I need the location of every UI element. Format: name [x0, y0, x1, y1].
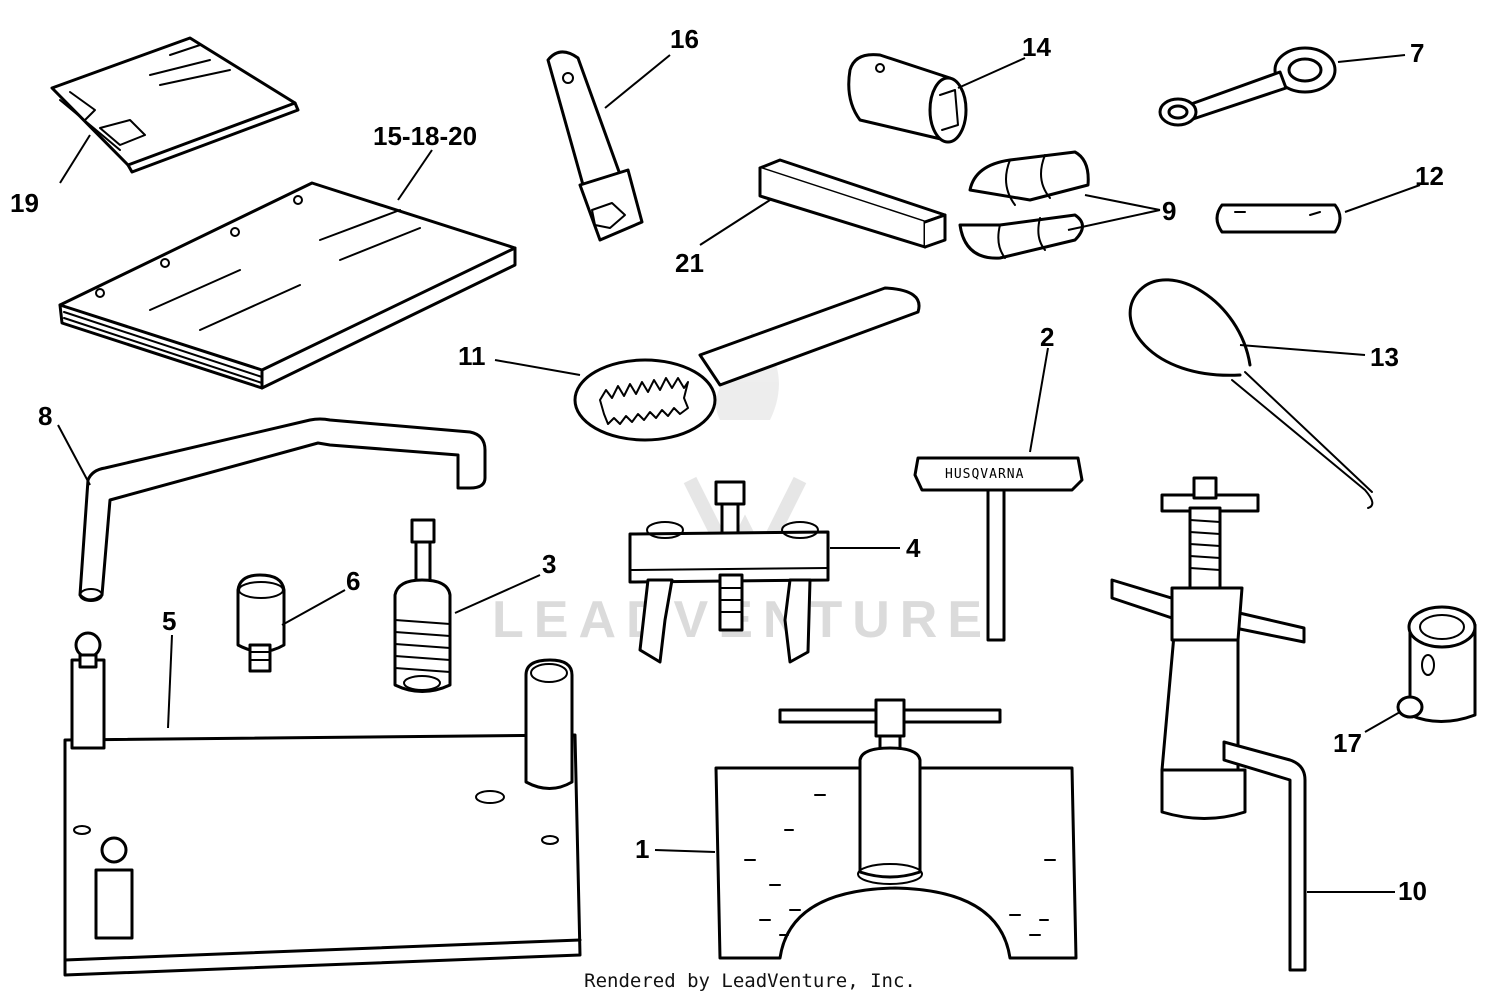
callout-17: 19 [10, 188, 39, 218]
callout-4: 4 [906, 533, 921, 563]
callouts: 19 15-18-20 16 14 7 12 9 21 11 13 2 8 6 … [10, 24, 1444, 906]
leader-12 [1344, 184, 1421, 213]
callout-19: 17 [1333, 728, 1362, 758]
part-10-hex-rod [1222, 740, 1307, 972]
part-21-key-bar [758, 158, 947, 249]
render-credit: Rendered by LeadVenture, Inc. [584, 970, 916, 992]
part-3-puller-screw [393, 518, 452, 693]
callout-12: 12 [1415, 161, 1444, 191]
leader-8 [57, 424, 91, 486]
leader-2 [1029, 347, 1049, 453]
callout-21: 21 [675, 248, 704, 278]
callout-7: 7 [1410, 38, 1424, 68]
part-15-18-20-manual [58, 181, 517, 390]
leader-14 [957, 57, 1026, 89]
part-14-sleeve [847, 53, 968, 144]
part-12-shim [1215, 203, 1342, 234]
part-11-clutch-spanner [573, 286, 921, 442]
leader-11 [494, 359, 581, 376]
part-13-wire-loop [1128, 278, 1374, 509]
part-19-collar [1396, 605, 1477, 723]
callout-10: 10 [1398, 876, 1427, 906]
callout-13: 13 [1370, 342, 1399, 372]
leader-1 [654, 849, 716, 853]
part-16-box-spanner [546, 50, 644, 242]
part-7-ring-spanner [1158, 46, 1337, 127]
callout-1: 1 [635, 834, 649, 864]
tool-brand-text: HUSQVARNA [945, 467, 1024, 482]
leader-19 [1364, 711, 1401, 733]
leader-9 [1067, 194, 1161, 231]
part-6-plug [236, 573, 286, 673]
leader-3 [454, 574, 541, 614]
callout-14: 14 [1022, 32, 1051, 62]
leader-7 [1337, 54, 1406, 63]
part-4-puller [628, 480, 830, 664]
part-9-bearing-halves [958, 150, 1090, 260]
part-8-bent-rod [78, 417, 487, 602]
part-5-base-plate [63, 631, 582, 977]
leader-lines [57, 54, 1421, 893]
callout-8: 8 [38, 401, 52, 431]
part-17-manual [50, 36, 300, 174]
leader-16 [604, 54, 671, 109]
part-press-stand [1110, 476, 1306, 820]
callout-3: 3 [542, 549, 556, 579]
part-1-press-plate [714, 698, 1078, 960]
callout-2: 2 [1040, 322, 1054, 352]
part-2-t-handle-key: HUSQVARNA [913, 456, 1084, 642]
callout-6: 6 [346, 566, 360, 596]
leader-17 [59, 134, 91, 184]
callout-15-18-20: 15-18-20 [373, 121, 477, 151]
callout-16: 16 [670, 24, 699, 54]
leader-5 [167, 634, 173, 729]
leader-21 [699, 199, 771, 246]
callout-11: 11 [458, 341, 486, 371]
callout-5: 5 [162, 606, 176, 636]
leader-15-18-20 [397, 149, 433, 201]
callout-9: 9 [1162, 196, 1176, 226]
leader-13 [1239, 344, 1366, 356]
leader-6 [281, 589, 346, 626]
